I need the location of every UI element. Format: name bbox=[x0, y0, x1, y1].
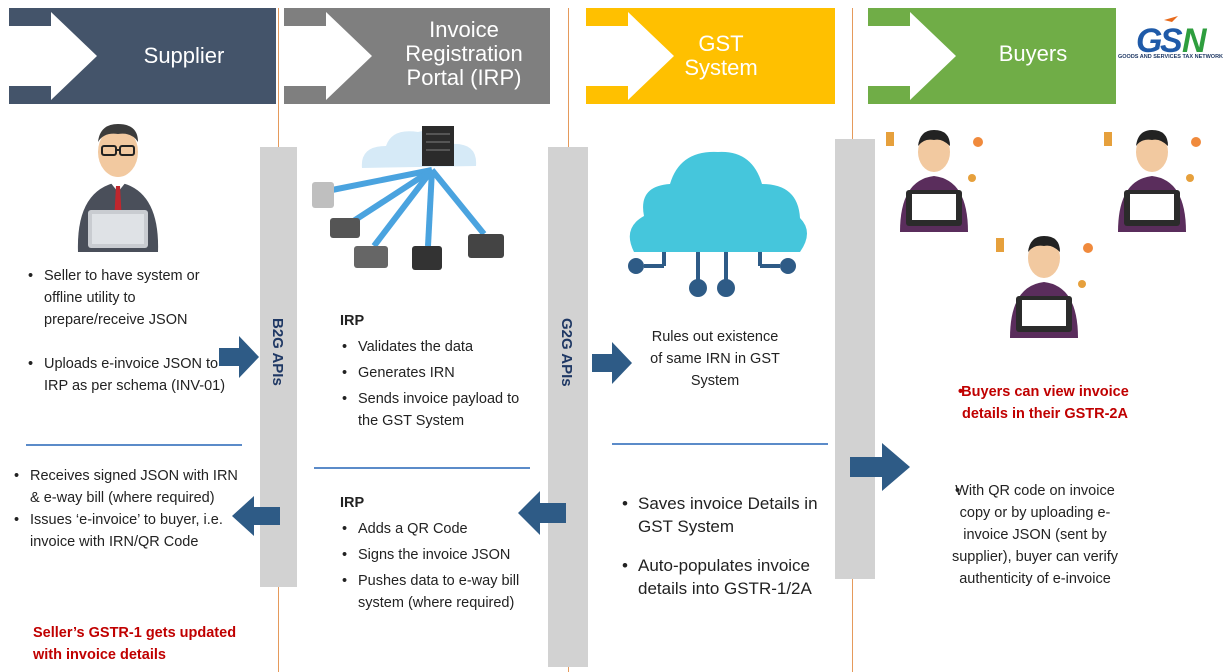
list-item-text: Generates IRN bbox=[358, 365, 455, 381]
buyer-person-icon bbox=[996, 236, 1093, 338]
irp-top-heading: IRP bbox=[340, 313, 365, 329]
list-item-text: Signs the invoice JSON bbox=[358, 547, 511, 563]
list-item-text: Uploads e-invoice JSON to IRP as per sch… bbox=[44, 356, 226, 394]
g2g-api-label: G2G APIs bbox=[558, 318, 575, 387]
irp-title-line: Portal (IRP) bbox=[406, 65, 522, 90]
list-item: Generates IRN bbox=[340, 362, 530, 384]
buyers-title: Buyers bbox=[998, 41, 1068, 66]
gst-title-line: GST bbox=[698, 31, 744, 56]
bullet-icon: • bbox=[955, 483, 961, 499]
irp-top-block: IRP Validates the data Generates IRN Sen… bbox=[340, 310, 530, 432]
list-item: Pushes data to e-way bill system (where … bbox=[340, 570, 520, 614]
list-item: Issues ‘e-invoice’ to buyer, i.e. invoic… bbox=[12, 509, 242, 553]
supplier-highlight: Seller’s GSTR-1 gets updated with invoic… bbox=[33, 625, 237, 663]
arrow-right-icon bbox=[592, 342, 632, 384]
supplier-top-list: Seller to have system or offline utility… bbox=[26, 265, 226, 397]
buyer-person-icon bbox=[886, 130, 983, 232]
list-item-text: Receives signed JSON with IRN & e-way bi… bbox=[30, 468, 238, 506]
gst-header: GST System bbox=[586, 8, 835, 104]
svg-text:G: G bbox=[1136, 22, 1162, 58]
list-item: Auto-populates invoice details into GSTR… bbox=[620, 554, 830, 600]
svg-text:S: S bbox=[1160, 22, 1183, 58]
list-item: Sends invoice payload to the GST System bbox=[340, 388, 530, 432]
list-item-text: Issues ‘e-invoice’ to buyer, i.e. invoic… bbox=[30, 512, 223, 550]
supplier-title: Supplier bbox=[143, 43, 225, 68]
arrow-right-icon bbox=[586, 12, 674, 100]
arrow-right-icon bbox=[9, 12, 97, 100]
list-item: Signs the invoice JSON bbox=[340, 544, 520, 566]
divider bbox=[612, 443, 828, 445]
list-item-text: Adds a QR Code bbox=[358, 521, 468, 537]
list-item: Adds a QR Code bbox=[340, 518, 520, 540]
svg-text:N: N bbox=[1182, 22, 1208, 58]
supplier-person-icon bbox=[77, 124, 159, 252]
irp-title: Invoice Registration Portal (IRP) bbox=[379, 18, 549, 90]
list-item-text: Saves invoice Details in GST System bbox=[638, 494, 818, 536]
irp-title-line: Invoice bbox=[429, 17, 499, 42]
list-item-text: Auto-populates invoice details into GSTR… bbox=[638, 556, 812, 598]
list-item-text: Pushes data to e-way bill system (where … bbox=[358, 573, 520, 611]
irp-header: Invoice Registration Portal (IRP) bbox=[284, 8, 550, 104]
list-item: Validates the data bbox=[340, 336, 530, 358]
buyers-note: • With QR code on invoice copy or by upl… bbox=[945, 480, 1125, 590]
arrow-right-icon bbox=[868, 12, 956, 100]
buyer-person-icon bbox=[1104, 130, 1201, 232]
gstn-logo: G S N GOODS AND SERVICES TAX NETWORK bbox=[1118, 12, 1228, 72]
buyers-highlight-text: Buyers can view invoice details in their… bbox=[961, 384, 1129, 422]
arrow-right-icon bbox=[850, 443, 910, 491]
list-item: Saves invoice Details in GST System bbox=[620, 492, 830, 538]
arrow-left-icon bbox=[518, 491, 566, 535]
list-item-text: Seller to have system or offline utility… bbox=[44, 268, 200, 328]
gst-rules-text: Rules out existence of same IRN in GST S… bbox=[650, 329, 780, 389]
gstn-tagline: GOODS AND SERVICES TAX NETWORK bbox=[1118, 54, 1224, 60]
list-item: Seller to have system or offline utility… bbox=[26, 265, 226, 331]
list-item: Receives signed JSON with IRN & e-way bi… bbox=[12, 465, 242, 509]
cloud-icon bbox=[628, 151, 807, 297]
list-item: Uploads e-invoice JSON to IRP as per sch… bbox=[26, 353, 226, 397]
buyers-header: Buyers bbox=[868, 8, 1116, 104]
list-item-text: Validates the data bbox=[358, 339, 474, 355]
gst-title: GST System bbox=[666, 32, 776, 80]
divider bbox=[314, 467, 530, 469]
supplier-header: Supplier bbox=[9, 8, 276, 104]
buyers-highlight: • Buyers can view invoice details in the… bbox=[950, 381, 1140, 425]
g2g-api-bar bbox=[548, 147, 588, 667]
gstn-logo-icon: G S N bbox=[1136, 16, 1208, 58]
bullet-icon: • bbox=[958, 384, 964, 400]
irp-title-line: Registration bbox=[405, 41, 523, 66]
b2g-api-label: B2G APIs bbox=[269, 318, 286, 386]
irp-bottom-heading: IRP bbox=[340, 495, 365, 511]
arrow-right-icon bbox=[284, 12, 372, 100]
gst-title-line: System bbox=[684, 55, 758, 80]
list-item-text: Sends invoice payload to the GST System bbox=[358, 391, 520, 429]
arrow-left-icon bbox=[232, 496, 280, 536]
supplier-bottom-list: Receives signed JSON with IRN & e-way bi… bbox=[12, 465, 242, 553]
divider bbox=[26, 444, 242, 446]
buyers-note-text: With QR code on invoice copy or by uploa… bbox=[951, 483, 1118, 587]
buyers-side-bar bbox=[835, 139, 875, 579]
gst-bottom-list: Saves invoice Details in GST System Auto… bbox=[620, 492, 830, 600]
irp-bottom-block: IRP Adds a QR Code Signs the invoice JSO… bbox=[340, 492, 520, 614]
arrow-right-icon bbox=[219, 336, 259, 378]
network-server-icon bbox=[312, 126, 504, 270]
